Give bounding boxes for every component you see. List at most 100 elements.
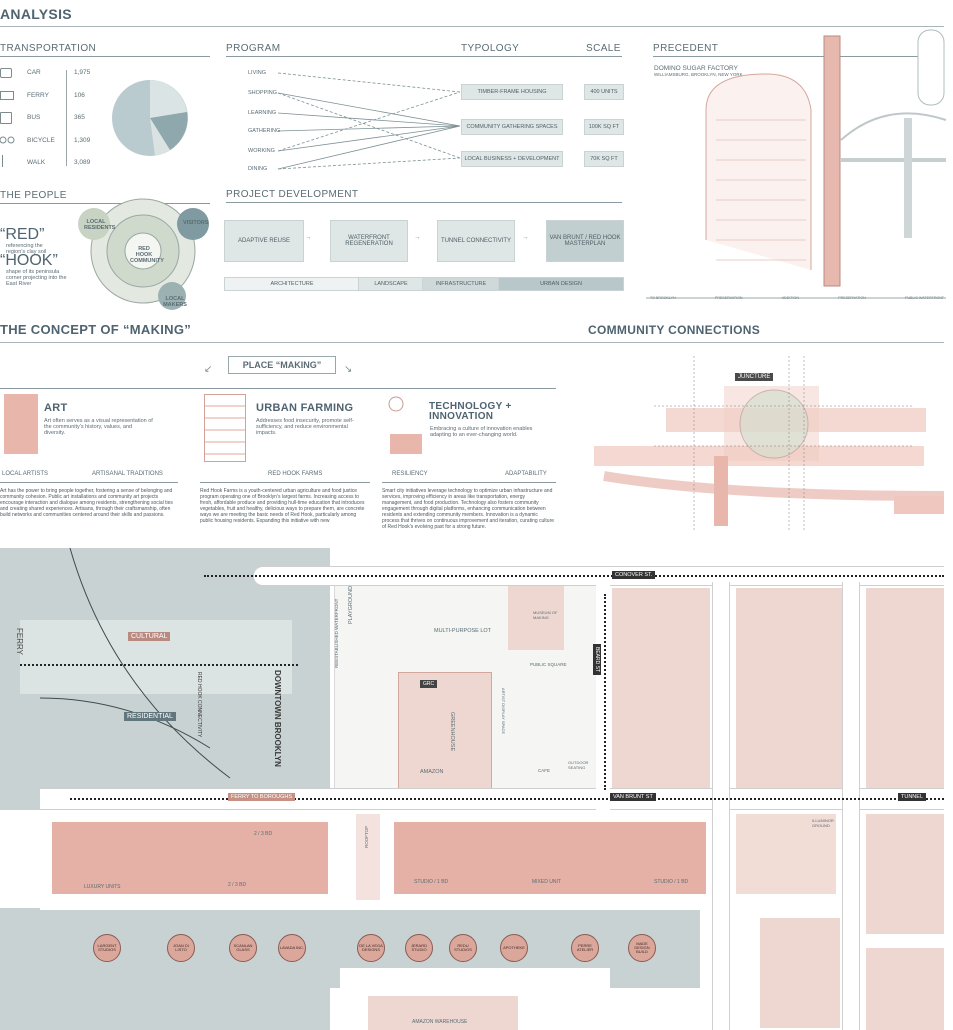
program-item: LEARNING xyxy=(248,110,277,116)
precedent-section xyxy=(646,29,947,299)
ferry-boroughs-label: FERRY TO BOROUGHS xyxy=(228,793,296,801)
precedent-footer-label: PRESERVATION xyxy=(838,296,866,300)
beard-route xyxy=(604,594,606,790)
grc-label: GRC xyxy=(420,680,438,688)
mode-value: 1,975 xyxy=(74,69,91,76)
mode-name: BICYCLE xyxy=(27,137,55,144)
conover-label: CONOVER ST. xyxy=(612,571,656,579)
program-links xyxy=(277,72,461,170)
scale-box: 400 UNITS xyxy=(584,84,624,100)
tenant-circle: MADE DESIGN BUILD xyxy=(628,934,656,962)
precedent-name: DOMINO SUGAR FACTORY xyxy=(654,65,738,72)
tenant-circle: LAVADA INC. xyxy=(278,934,306,962)
program-item: LIVING xyxy=(248,70,267,76)
ferry-icon xyxy=(0,91,14,100)
hook-note: shape of its peninsula corner projecting… xyxy=(6,269,67,287)
people-title: THE PEOPLE xyxy=(0,190,67,201)
step-box: WATERFRONT REGENERATION xyxy=(330,220,408,262)
ferry-route xyxy=(20,664,298,666)
car-icon xyxy=(0,68,12,78)
visitors: VISITORS xyxy=(183,220,209,226)
unit-label: 2 / 3 BD xyxy=(228,882,247,888)
tenant-circle: DE LA VEGA DESIGNS xyxy=(357,934,385,962)
mode-value: 3,089 xyxy=(74,159,91,166)
tenant-circle: LARGENT STUDIOS xyxy=(93,934,121,962)
step-box: TUNNEL CONNECTIVITY xyxy=(437,220,515,262)
scale-title: SCALE xyxy=(586,43,621,54)
art-desc: Art often serves as a visual representat… xyxy=(44,418,153,436)
precedent-location: WILLIAMSBURG, BROOKLYN, NEW YORK xyxy=(654,72,743,77)
artist-display: ARTIST DISPLAY SPACE xyxy=(501,688,506,735)
bicycle-icon xyxy=(0,135,15,144)
walk-icon xyxy=(2,155,9,167)
underground-label: ILLUMINOR GROUND xyxy=(812,818,834,828)
unit-label: STUDIO / 1 BD xyxy=(654,879,689,885)
concept-title: THE CONCEPT OF “MAKING” xyxy=(0,322,192,337)
farm-shelf-icon xyxy=(204,394,246,462)
precedent-footer-label: PUBLIC WATERFRONT xyxy=(905,296,944,300)
art-tag: LOCAL ARTISTS xyxy=(2,471,49,477)
typology-title: TYPOLOGY xyxy=(461,43,520,54)
multi-purpose-lot: MULTI-PURPOSE LOT xyxy=(434,628,492,634)
ferry-label: FERRY xyxy=(15,628,24,655)
artist-icon xyxy=(4,394,38,454)
van-brunt-route xyxy=(70,798,944,800)
amazon-label: AMAZON xyxy=(420,769,444,775)
bus-icon xyxy=(0,112,12,124)
project-development-title: PROJECT DEVELOPMENT xyxy=(226,189,359,200)
greenhouse-label: GREENHOUSE xyxy=(449,712,455,752)
typology-box: LOCAL BUSINESS + DEVELOPMENT xyxy=(461,151,563,167)
precedent-footer-label: ADDITION xyxy=(781,296,799,300)
farming-tag: RED HOOK FARMS xyxy=(268,471,323,477)
mode-value: 106 xyxy=(74,92,85,99)
step-box: ADAPTIVE REUSE xyxy=(224,220,304,262)
downtown-brooklyn: DOWNTOWN BROOKLYN xyxy=(273,670,282,767)
site-map: FERRY CULTURAL RESIDENTIAL RED HOOK CONN… xyxy=(0,547,944,1030)
typology-box: COMMUNITY GATHERING SPACES xyxy=(461,119,563,135)
tenant-circle: SCANLAN GLASS xyxy=(229,934,257,962)
category-bar: URBAN DESIGN xyxy=(498,277,624,291)
tenant-circle: APOTHEKE xyxy=(500,934,528,962)
tenant-circle: REDU STUDIOS xyxy=(449,934,477,962)
tenant-circle: PERRE ATELIER xyxy=(571,934,599,962)
juncture-label: JUNCTURE xyxy=(735,373,774,381)
people-diagram xyxy=(78,198,209,310)
mode-name: FERRY xyxy=(27,92,49,99)
program-title: PROGRAM xyxy=(226,43,281,54)
tenant-circle: JERARD STUDIO xyxy=(405,934,433,962)
red-word: “RED” xyxy=(0,226,45,243)
lightbulb-icon xyxy=(384,394,422,456)
program-item: GATHERING xyxy=(248,128,281,134)
tech-paragraph: Smart city initiatives leverage technolo… xyxy=(382,488,555,530)
category-bar: INFRASTRUCTURE xyxy=(422,277,500,291)
conover-route xyxy=(204,575,944,577)
unit-label: STUDIO / 1 BD xyxy=(414,879,449,885)
outdoor-seating: OUTDOOR SEATING xyxy=(568,760,588,770)
transport-pie xyxy=(112,80,188,156)
tunnel-label: TUNNEL xyxy=(898,793,927,801)
tech-desc: Embracing a culture of innovation enable… xyxy=(430,426,533,438)
typology-box: TIMBER-FRAME HOUSING xyxy=(461,84,563,100)
cafe-label: CAFE xyxy=(538,768,551,773)
mode-name: CAR xyxy=(27,69,41,76)
mode-name: WALK xyxy=(27,159,46,166)
art-tag: ARTISANAL TRADITIONS xyxy=(92,471,163,477)
mode-name: BUS xyxy=(27,114,41,121)
cultural-label: CULTURAL xyxy=(128,632,171,641)
red-hook-connectivity: RED HOOK CONNECTIVITY xyxy=(196,672,202,737)
unit-label: MIXED UNIT xyxy=(532,879,561,885)
unit-label: 2 / 3 BD xyxy=(254,831,273,837)
program-item: WORKING xyxy=(248,148,275,154)
scale-box: 100K SQ FT xyxy=(584,119,624,135)
precedent-title: PRECEDENT xyxy=(653,43,719,54)
category-bar: LANDSCAPE xyxy=(358,277,424,291)
precedent-footer-label: TO BROOKLYN xyxy=(650,296,676,300)
art-paragraph: Art has the power to bring people togeth… xyxy=(0,488,173,518)
museum-label: MUSEUM OF MAKING xyxy=(533,610,558,620)
public-square: PUBLIC SQUARE xyxy=(530,662,567,667)
category-bar: ARCHITECTURE xyxy=(224,277,360,291)
tech-tag: RESILIENCY xyxy=(392,471,428,477)
rooftop-label: ROOFTOP xyxy=(364,825,369,848)
program-item: DINING xyxy=(248,166,268,172)
place-making: PLACE “MAKING” xyxy=(228,356,336,374)
